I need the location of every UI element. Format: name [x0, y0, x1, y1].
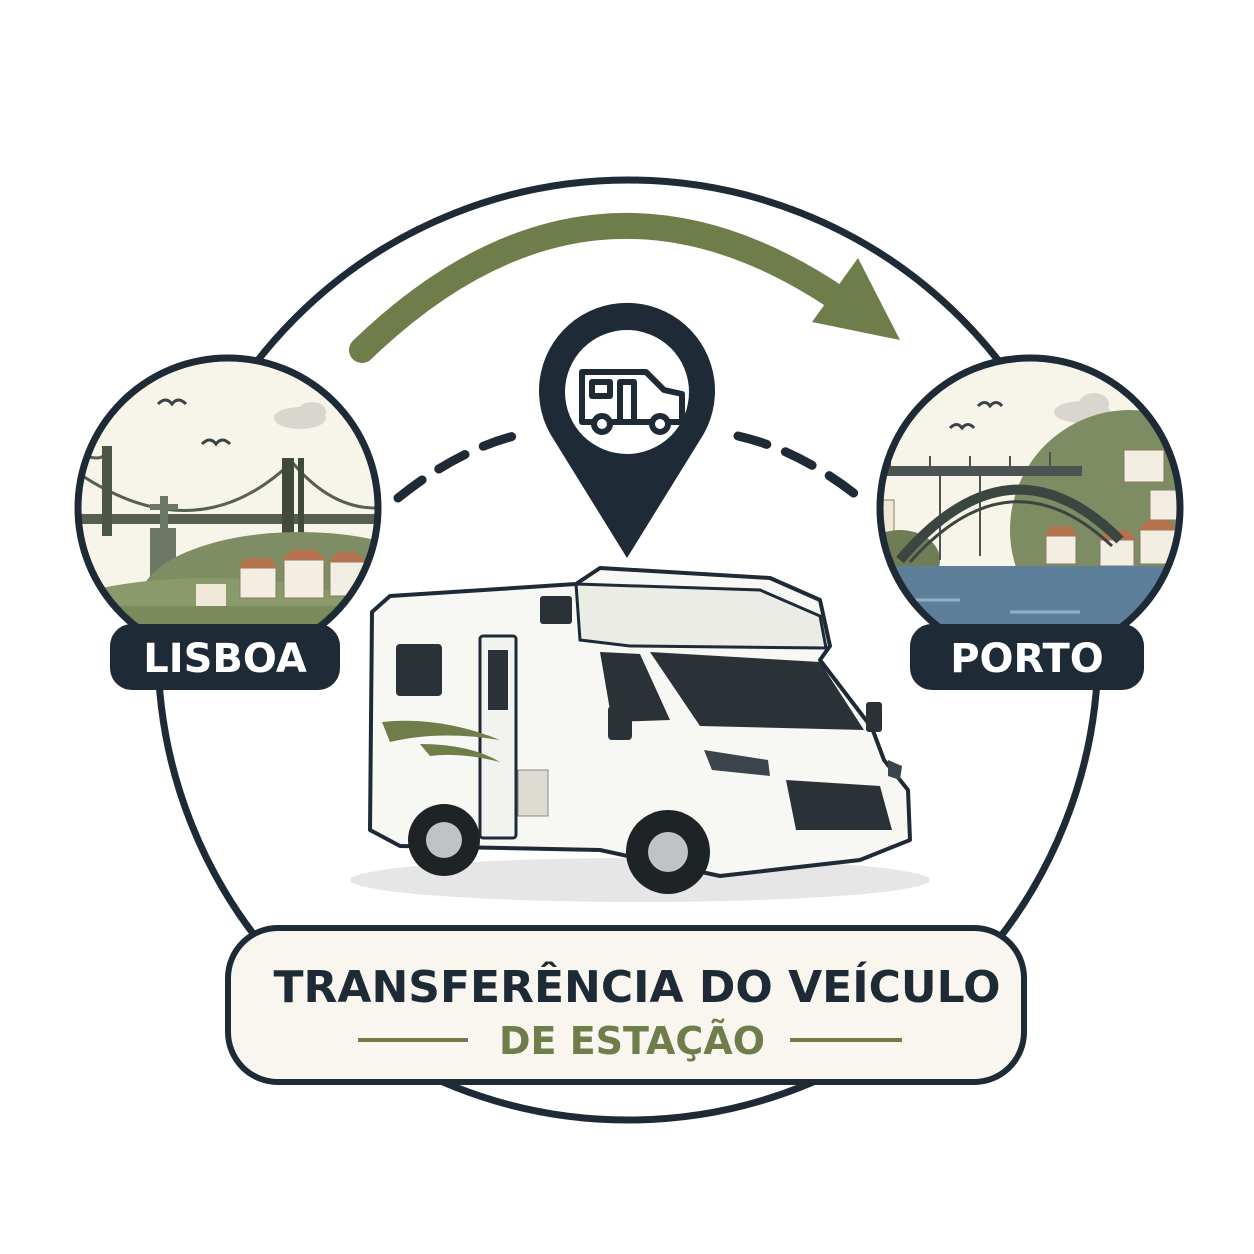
title-banner: TRANSFERÊNCIA DO VEÍCULO DE ESTAÇÃO	[225, 925, 1027, 1085]
dashed-route-right	[733, 431, 865, 503]
bird-icon	[948, 423, 976, 431]
origin-label-pill: LISBOA	[110, 624, 340, 690]
dashed-route-left	[393, 429, 527, 503]
destination-label-pill: PORTO	[910, 624, 1144, 690]
cloud-icon	[274, 402, 326, 429]
banner-subtitle: DE ESTAÇÃO	[499, 1019, 765, 1063]
bird-icon	[200, 438, 232, 447]
destination-label: PORTO	[950, 636, 1104, 682]
motorhome	[350, 566, 930, 902]
banner-title: TRANSFERÊNCIA DO VEÍCULO	[274, 960, 1001, 1013]
bird-icon	[156, 398, 188, 407]
campervan-icon	[579, 369, 685, 435]
origin-label: LISBOA	[143, 636, 307, 682]
porto-scene	[876, 354, 1184, 662]
bird-icon	[976, 401, 1004, 409]
route-arrow-icon	[349, 213, 900, 363]
location-pin-icon	[539, 302, 715, 558]
